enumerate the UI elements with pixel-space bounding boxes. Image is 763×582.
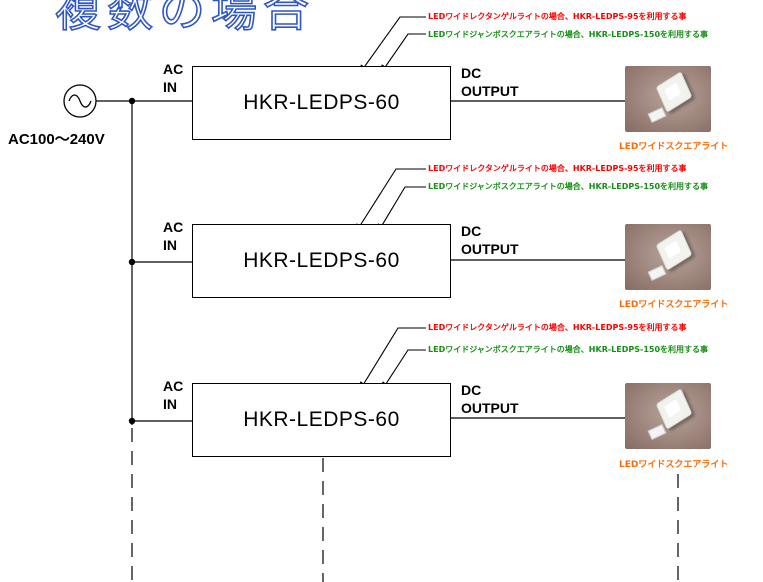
power-supply-box-unit1: HKR-LEDPS-60 [192,66,451,140]
led-square-light-photo [625,224,711,290]
junction-dot [128,258,136,266]
note-red-unit3: LEDワイドレクタンゲルライトの場合、HKR-LEDPS-95を利用する事 [428,323,687,332]
device-model-label: HKR-LEDPS-60 [243,408,400,431]
note-red-unit1: LEDワイドレクタンゲルライトの場合、HKR-LEDPS-95を利用する事 [428,12,687,21]
note-green-unit1: LEDワイドジャンボスクエアライトの場合、HKR-LEDPS-150を利用する事 [428,30,709,39]
leader-lines-unit1 [359,16,426,74]
ac-in-label-unit1: AC IN [163,61,184,95]
leader-lines-unit2 [355,168,426,233]
dc-output-label-unit3: DC OUTPUT [461,382,519,416]
dc-output-label-unit1: DC OUTPUT [461,65,519,99]
light-label-unit1: LEDワイドスクエアライト [619,142,729,152]
junction-dot [128,97,136,105]
supply-voltage-label: AC100〜240V [8,131,105,148]
leader-lines-unit3 [359,327,426,391]
junction-dot [128,417,136,425]
led-square-light-photo [625,66,711,132]
ac-in-label-unit3: AC IN [163,378,184,412]
light-label-unit3: LEDワイドスクエアライト [619,460,729,470]
power-supply-box-unit3: HKR-LEDPS-60 [192,383,451,457]
device-model-label: HKR-LEDPS-60 [243,91,400,114]
power-supply-box-unit2: HKR-LEDPS-60 [192,224,451,298]
led-square-light-photo [625,383,711,449]
device-model-label: HKR-LEDPS-60 [243,249,400,272]
light-label-unit2: LEDワイドスクエアライト [619,300,729,310]
note-green-unit2: LEDワイドジャンボスクエアライトの場合、HKR-LEDPS-150を利用する事 [428,182,709,191]
ac-source-icon [63,84,97,118]
note-green-unit3: LEDワイドジャンボスクエアライトの場合、HKR-LEDPS-150を利用する事 [428,345,709,354]
page-title: 複数の場合 [54,0,315,38]
dc-output-label-unit2: DC OUTPUT [461,223,519,257]
ac-in-label-unit2: AC IN [163,219,184,253]
note-red-unit2: LEDワイドレクタンゲルライトの場合、HKR-LEDPS-95を利用する事 [428,164,687,173]
